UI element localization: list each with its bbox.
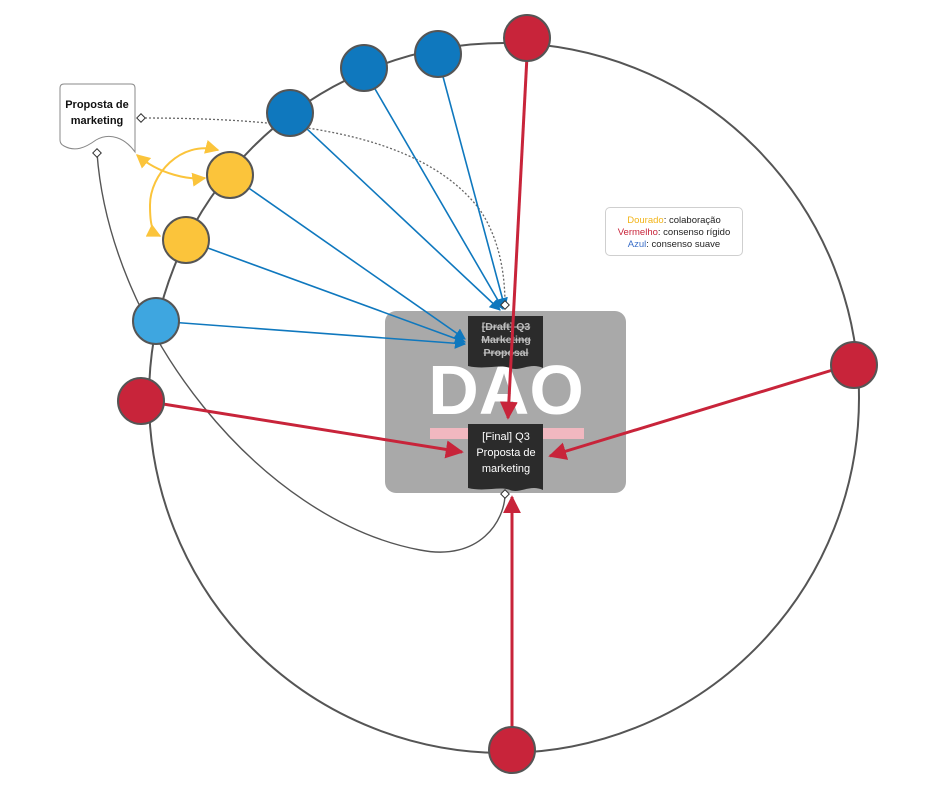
draft-doc-line2: Marketing — [481, 334, 531, 346]
final-doc-line3: marketing — [482, 463, 530, 475]
member-node-red[interactable] — [488, 726, 536, 774]
blue-arrow — [229, 174, 466, 340]
blue-arrow — [363, 69, 504, 310]
draft-document — [468, 316, 543, 369]
member-node-blue[interactable] — [340, 44, 388, 92]
gold-collab-arrow — [145, 140, 220, 237]
legend-desc-red: : consenso rígido — [657, 227, 731, 238]
member-node-gold[interactable] — [206, 151, 254, 199]
final-doc-line2: Proposta de — [476, 447, 535, 459]
member-node-gold[interactable] — [162, 216, 210, 264]
member-node-blue[interactable] — [266, 89, 314, 137]
legend-row-gold: Dourado: colaboração — [606, 215, 742, 227]
legend-desc-blue: : consenso suave — [646, 239, 721, 250]
connector-diamond — [500, 489, 510, 499]
proposal-note — [59, 83, 136, 154]
blue-arrow — [289, 112, 501, 311]
red-arrow — [499, 55, 529, 420]
blue-arrow — [185, 239, 467, 344]
member-node-red[interactable] — [830, 341, 878, 389]
draft-doc-line1: [Draft] Q3 — [482, 321, 531, 333]
member-node-lightblue[interactable] — [132, 297, 180, 345]
final-doc-line1: [Final] Q3 — [482, 431, 530, 443]
legend-key-gold: Dourado — [627, 215, 664, 226]
legend: Dourado: colaboração Vermelho: consenso … — [605, 207, 743, 256]
blue-arrow — [155, 320, 467, 349]
legend-key-red: Vermelho — [617, 227, 658, 238]
legend-desc-gold: : colaboração — [663, 215, 721, 226]
final-document — [468, 424, 543, 491]
connector-diamond — [136, 113, 146, 123]
note-line2: marketing — [71, 115, 124, 127]
note-link-curve — [96, 152, 506, 553]
member-node-blue[interactable] — [414, 30, 462, 78]
note-line1: Proposta de — [65, 99, 129, 111]
note-link-dotted — [140, 117, 506, 306]
blue-arrow — [437, 57, 508, 310]
red-arrow — [548, 367, 837, 460]
gold-collab-arrow — [135, 154, 207, 187]
connector-diamond — [500, 300, 510, 310]
legend-row-blue: Azul: consenso suave — [606, 239, 742, 251]
member-node-red[interactable] — [503, 14, 551, 62]
member-node-red[interactable] — [117, 377, 165, 425]
legend-row-red: Vermelho: consenso rígido — [606, 227, 742, 239]
connector-diamond — [92, 148, 102, 158]
red-arrow — [162, 402, 464, 459]
legend-key-blue: Azul — [627, 239, 647, 250]
draft-doc-line3: Proposal — [484, 347, 529, 359]
